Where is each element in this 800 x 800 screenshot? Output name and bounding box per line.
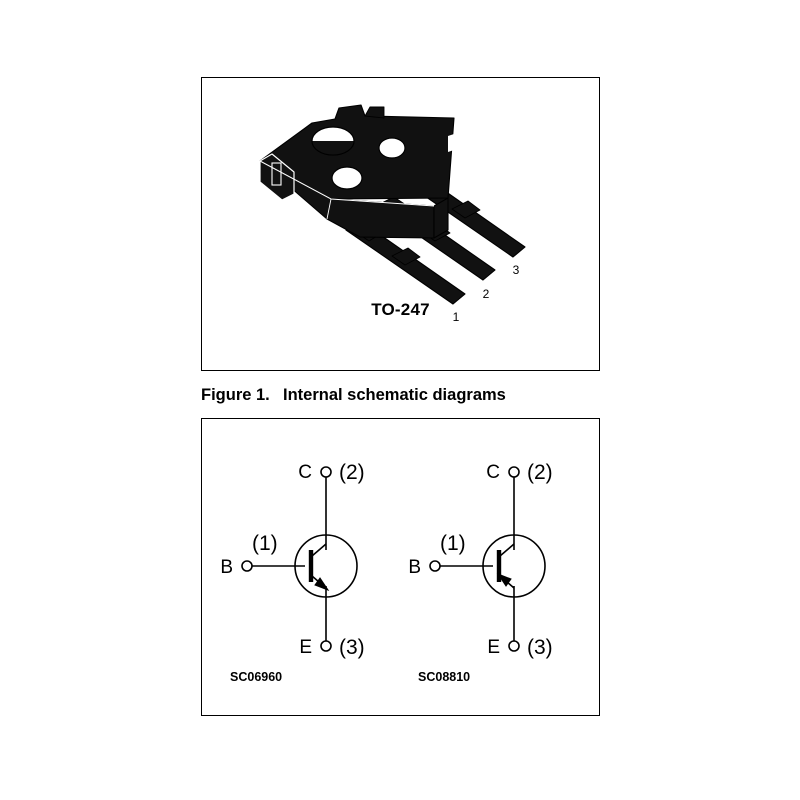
npn-envelope-circle: [294, 534, 358, 598]
schematic-pnp-sc08810: C (2) E (3) B (1) SC08810: [408, 461, 552, 684]
npn-collector-pin: (2): [339, 461, 365, 484]
npn-base-pin: (1): [252, 532, 278, 555]
npn-base-terminal-circle: [241, 560, 253, 572]
figure-caption-title: Internal schematic diagrams: [283, 386, 506, 404]
pnp-emitter-pin: (3): [527, 636, 553, 659]
npn-emitter-letter: E: [299, 637, 312, 658]
pnp-base-terminal-circle: [429, 560, 441, 572]
internal-schematic-drawing: C (2) E (3) B (1) SC06960: [220, 461, 552, 684]
npn-collector-letter: C: [298, 462, 312, 483]
to-247-package-drawing: 1 2 3: [259, 104, 526, 324]
pnp-base-pin: (1): [440, 532, 466, 555]
package-mounting-holes: [311, 126, 406, 190]
pnp-collector-letter: C: [486, 462, 500, 483]
npn-emitter-terminal-circle: [320, 640, 332, 652]
npn-collector-slope: [311, 543, 327, 557]
package-figure-box: 1 2 3 TO-247: [201, 77, 600, 371]
package-pin-label-1: 1: [453, 310, 460, 324]
figure-caption: Figure 1. Internal schematic diagrams: [201, 386, 621, 408]
package-pin-label-2: 2: [483, 287, 490, 301]
package-pin-label-3: 3: [513, 263, 520, 277]
npn-emitter-pin: (3): [339, 636, 365, 659]
pnp-collector-pin: (2): [527, 461, 553, 484]
npn-emitter-arrow: [314, 577, 330, 592]
package-name-label: TO-247: [371, 300, 430, 319]
pnp-envelope-circle: [482, 534, 546, 598]
npn-collector-terminal-circle: [320, 466, 332, 478]
pnp-emitter-terminal-circle: [508, 640, 520, 652]
pnp-emitter-letter: E: [487, 637, 500, 658]
npn-base-letter: B: [220, 557, 233, 578]
pnp-emitter-arrow: [496, 572, 512, 587]
pnp-collector-terminal-circle: [508, 466, 520, 478]
schematic-npn-sc06960: C (2) E (3) B (1) SC06960: [220, 461, 364, 684]
pnp-id-label: SC08810: [418, 670, 470, 684]
schematic-figure-box: C (2) E (3) B (1) SC06960: [201, 418, 600, 716]
pnp-collector-slope: [499, 543, 515, 557]
npn-id-label: SC06960: [230, 670, 282, 684]
pnp-base-letter: B: [408, 557, 421, 578]
package-body: [259, 104, 455, 239]
figure-caption-number: Figure 1.: [201, 386, 270, 404]
